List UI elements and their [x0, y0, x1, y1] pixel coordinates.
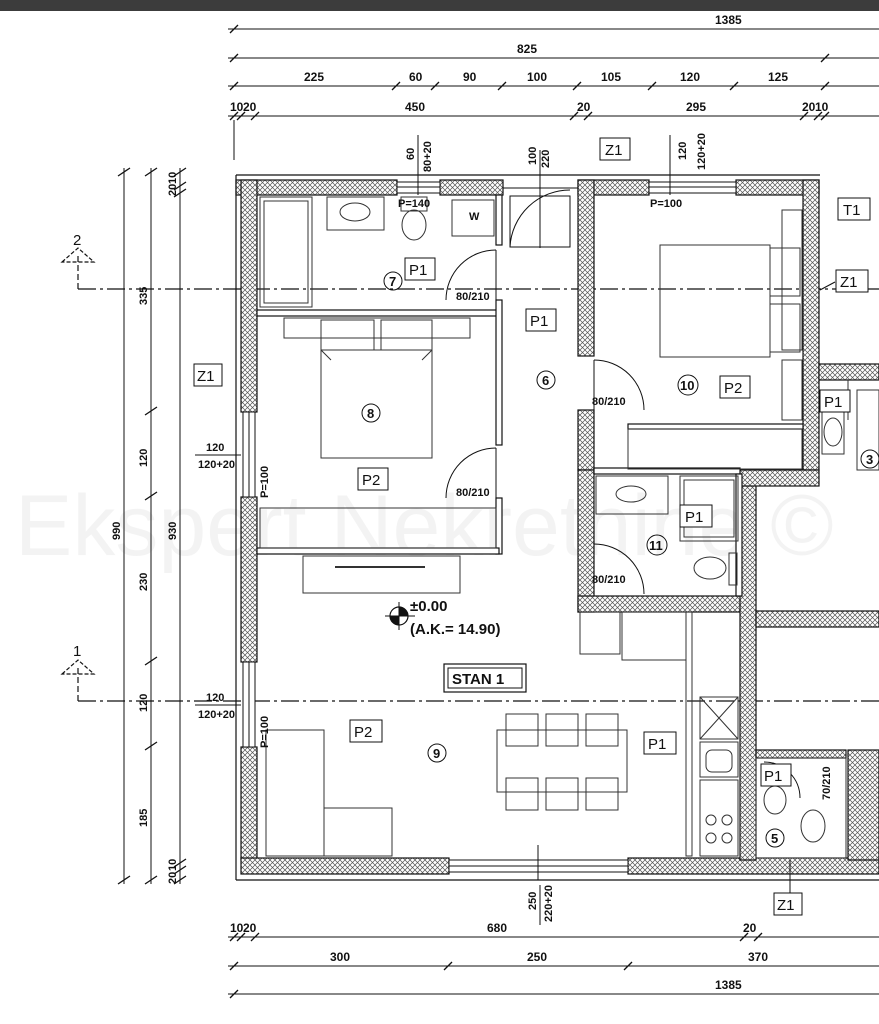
- bottom-dimension-lines: [228, 932, 879, 999]
- dim-small-door: 70/210: [821, 766, 833, 800]
- dim-bottom-10: 10: [230, 921, 244, 935]
- dim-left-335: 335: [138, 287, 150, 305]
- sill-p140: P=140: [398, 198, 430, 210]
- room-number-3: 3: [866, 452, 873, 467]
- tag-p1-hall: P1: [530, 313, 548, 330]
- top-dimension-lines: [228, 24, 879, 160]
- entry-door: [503, 150, 578, 248]
- dim-bottom-total: 1385: [715, 978, 742, 992]
- dim-left-window-2: 120: [206, 692, 224, 704]
- walls: [235, 174, 879, 881]
- dim-top-20c: 20: [802, 100, 816, 114]
- tag-p1-right-top: P1: [824, 394, 842, 411]
- dim-left-120b: 120: [138, 694, 150, 712]
- dim-room10-window-h: 120+20: [696, 133, 708, 170]
- room-number-6: 6: [542, 373, 549, 388]
- dim-left-window-1-h: 120+20: [198, 459, 235, 471]
- dim-top-20: 20: [243, 100, 257, 114]
- dim-bottom-door-h: 220+20: [543, 885, 555, 922]
- left-dimension-lines: [117, 167, 187, 885]
- dim-top-20b: 20: [577, 100, 591, 114]
- dim-bath-window-h: 80+20: [422, 141, 434, 172]
- dim-room10-window: 120: [677, 142, 689, 160]
- level-value: ±0.00: [410, 598, 447, 615]
- dim-left-window-2-h: 120+20: [198, 709, 235, 721]
- level-marker-icon: [385, 602, 415, 630]
- dim-top-105: 105: [601, 70, 621, 84]
- door-label-8: 80/210: [456, 487, 490, 499]
- dim-top-825: 825: [517, 42, 537, 56]
- dim-left-10b: 10: [167, 859, 179, 871]
- tag-p1-room7: P1: [409, 262, 427, 279]
- dim-top-total: 1385: [715, 13, 742, 27]
- dim-top-60: 60: [409, 70, 423, 84]
- room-number-5: 5: [771, 831, 778, 846]
- bath-w-label: W: [469, 211, 480, 223]
- dim-bottom-door: 250: [527, 892, 539, 910]
- dim-bottom-20b: 20: [743, 921, 757, 935]
- tag-z1-top: Z1: [605, 142, 623, 159]
- dim-left-120: 120: [138, 449, 150, 467]
- room-number-10: 10: [680, 378, 694, 393]
- section-mark-1: 1: [73, 643, 81, 660]
- dim-bath-window: 60: [405, 148, 417, 160]
- door-label-10: 80/210: [592, 396, 626, 408]
- door-label-11: 80/210: [592, 574, 626, 586]
- top-window-bar: [0, 0, 879, 11]
- tag-p1-room11: P1: [685, 509, 703, 526]
- sill-p100-top: P=100: [650, 198, 682, 210]
- tag-z1-bottom: Z1: [777, 897, 795, 914]
- dim-left-185: 185: [138, 809, 150, 827]
- tag-boxes: [193, 137, 871, 916]
- dim-top-295: 295: [686, 100, 706, 114]
- tag-t1: T1: [843, 202, 861, 219]
- dim-entry-door: 100: [527, 147, 539, 165]
- dim-top-450: 450: [405, 100, 425, 114]
- dim-bottom-20: 20: [243, 921, 257, 935]
- apartment-label: STAN 1: [452, 671, 504, 688]
- dim-top-90: 90: [463, 70, 477, 84]
- sill-p100-left-2: P=100: [259, 716, 271, 748]
- dim-top-10b: 10: [815, 100, 829, 114]
- room-number-9: 9: [433, 746, 440, 761]
- windows: [242, 181, 737, 880]
- sill-p100-left-1: P=100: [259, 466, 271, 498]
- tag-z1-right: Z1: [840, 274, 858, 291]
- dim-left-window-1: 120: [206, 442, 224, 454]
- dim-left-230: 230: [138, 573, 150, 591]
- dim-top-125: 125: [768, 70, 788, 84]
- room-number-8: 8: [367, 406, 374, 421]
- tag-z1-left: Z1: [197, 368, 215, 385]
- room-number-7: 7: [389, 274, 396, 289]
- window-dimension-ticks: [195, 135, 836, 925]
- dim-top-120: 120: [680, 70, 700, 84]
- tag-p1-room5: P1: [764, 768, 782, 785]
- dim-left-990: 990: [111, 522, 123, 540]
- room-number-circles: [361, 271, 879, 848]
- dim-entry-door-h: 220: [540, 150, 552, 168]
- door-label-7: 80/210: [456, 291, 490, 303]
- tag-p1-kitchen: P1: [648, 736, 666, 753]
- dim-bottom-680: 680: [487, 921, 507, 935]
- dim-top-10: 10: [230, 100, 244, 114]
- dim-bottom-250: 250: [527, 950, 547, 964]
- dim-bottom-300: 300: [330, 950, 350, 964]
- dim-left-20: 20: [167, 184, 179, 196]
- dim-left-930: 930: [167, 522, 179, 540]
- section-mark-2: 2: [73, 232, 81, 249]
- dim-bottom-370: 370: [748, 950, 768, 964]
- dim-left-10: 10: [167, 172, 179, 184]
- tag-p2-room8: P2: [362, 472, 380, 489]
- tag-p2-room9: P2: [354, 724, 372, 741]
- furniture: [259, 196, 879, 859]
- dim-top-100: 100: [527, 70, 547, 84]
- room-number-11: 11: [649, 538, 663, 553]
- tag-p2-room10: P2: [724, 380, 742, 397]
- dim-left-20b: 20: [167, 872, 179, 884]
- dim-top-225: 225: [304, 70, 324, 84]
- level-ak: (A.K.= 14.90): [410, 621, 500, 638]
